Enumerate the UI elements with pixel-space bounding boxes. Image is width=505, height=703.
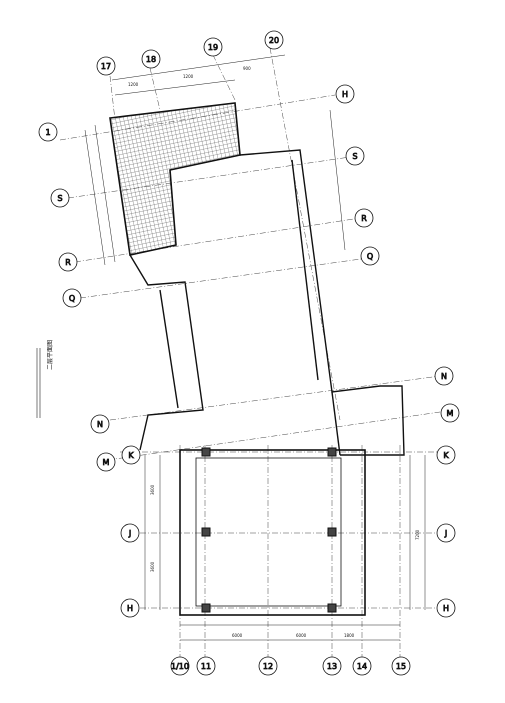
- grid-bubble: K: [436, 445, 456, 465]
- grid-bubble: R: [58, 252, 78, 272]
- svg-text:J: J: [128, 529, 131, 538]
- dim-text: 1200: [183, 74, 194, 79]
- svg-text:N: N: [441, 372, 447, 381]
- svg-text:K: K: [443, 451, 449, 460]
- svg-text:11: 11: [201, 662, 211, 671]
- svg-text:R: R: [361, 214, 367, 223]
- dim-text: 3600: [150, 484, 155, 495]
- grid-bubble: R: [354, 208, 374, 228]
- svg-text:14: 14: [357, 662, 367, 671]
- grid-bubble: 19: [203, 37, 223, 57]
- grid-bubble: H: [436, 598, 456, 618]
- dim-text: 6000: [296, 633, 307, 638]
- svg-text:15: 15: [396, 662, 406, 671]
- dim-text: 1800: [344, 633, 355, 638]
- svg-text:12: 12: [263, 662, 273, 671]
- svg-text:R: R: [65, 258, 71, 267]
- hatched-room: [109, 102, 241, 256]
- grid-bubble: 20: [264, 30, 284, 50]
- dim-text: 1200: [128, 82, 139, 87]
- grid-bubble: N: [434, 366, 454, 386]
- svg-text:M: M: [103, 458, 110, 467]
- grid-bubble: 15: [391, 656, 411, 676]
- grid-bubble: J: [436, 523, 456, 543]
- dim-text: 7200: [415, 529, 420, 540]
- svg-text:S: S: [352, 152, 357, 161]
- svg-text:Q: Q: [69, 294, 75, 303]
- side-title-block: 二层平面图: [36, 340, 54, 418]
- side-note: 二层平面图: [47, 340, 54, 370]
- grid-bubble: 12: [258, 656, 278, 676]
- grid-bubble: 11: [196, 656, 216, 676]
- grid-bubble: H: [120, 598, 140, 618]
- svg-text:H: H: [127, 604, 133, 613]
- svg-text:K: K: [128, 451, 134, 460]
- svg-text:H: H: [342, 90, 348, 99]
- dim-text: 3600: [150, 561, 155, 572]
- grid-bubble: 13: [322, 656, 342, 676]
- grid-bubble: K: [121, 445, 141, 465]
- grid-bubble: 1: [38, 122, 58, 142]
- svg-text:S: S: [57, 194, 62, 203]
- grid-bubble: Q: [360, 246, 380, 266]
- grid-bubble: 1/10: [170, 656, 190, 676]
- grid-bubble: M: [96, 452, 116, 472]
- grid-bubble: Q: [62, 288, 82, 308]
- grid-bubble: S: [50, 188, 70, 208]
- svg-text:N: N: [97, 420, 103, 429]
- dim-text: 900: [243, 66, 251, 71]
- svg-text:13: 13: [327, 662, 337, 671]
- svg-text:1: 1: [45, 128, 50, 137]
- grid-bubble: 17: [96, 56, 116, 76]
- svg-text:1/10: 1/10: [171, 662, 189, 671]
- upper-wing-walls: [129, 149, 405, 456]
- grid-bubble: N: [90, 414, 110, 434]
- grid-bubbles: 17 18 19 20 1 H S S R R Q Q N N M M K K …: [38, 30, 460, 676]
- svg-text:20: 20: [269, 36, 279, 45]
- grid-bubble: 14: [352, 656, 372, 676]
- grid-bubble: 18: [141, 49, 161, 69]
- grid-bubble: S: [345, 146, 365, 166]
- grid-bubble: H: [335, 84, 355, 104]
- svg-text:M: M: [447, 409, 454, 418]
- svg-text:H: H: [443, 604, 449, 613]
- svg-text:Q: Q: [367, 252, 373, 261]
- svg-text:18: 18: [146, 55, 156, 64]
- dim-text: 6000: [232, 633, 243, 638]
- grid-bubble: M: [440, 403, 460, 423]
- svg-text:J: J: [444, 529, 447, 538]
- svg-text:19: 19: [208, 43, 218, 52]
- svg-text:17: 17: [101, 62, 111, 71]
- grid-bubble: J: [120, 523, 140, 543]
- dimension-texts: 1200 1200 900 6000 6000 1800 3600 3600 7…: [128, 66, 420, 638]
- lower-block-walls: [179, 447, 366, 616]
- dimension-lines: [84, 54, 426, 641]
